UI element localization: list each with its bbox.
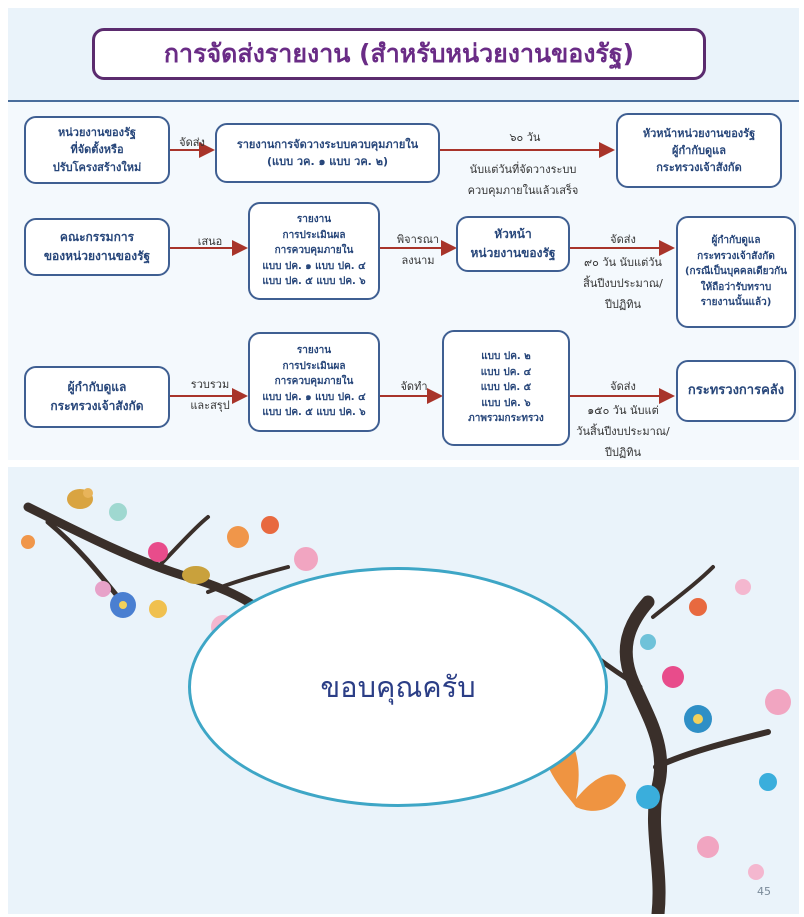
- row3-action-label: รวบรวม และสรุป: [190, 378, 230, 412]
- row3-deadline-label: ๑๕๐ วัน นับแต่ วันสิ้นปีงบประมาณ/ ปีปฏิท…: [576, 404, 670, 459]
- row3-forms-box: แบบ ปค. ๒ แบบ ปค. ๔ แบบ ปค. ๕ แบบ ปค. ๖ …: [442, 330, 570, 446]
- row1-report-box: รายงานการจัดวางระบบควบคุมภายใน (แบบ วค. …: [215, 123, 440, 183]
- thanks-oval: ขอบคุณครับ: [188, 567, 608, 807]
- report-flow-slide: การจัดส่งรายงาน (สำหรับหน่วยงานของรัฐ) ห…: [8, 8, 799, 460]
- row2-source-box: คณะกรรมการ ของหน่วยงานของรัฐ: [24, 218, 170, 276]
- row1-deadline-label: ๖๐ วัน: [509, 131, 541, 144]
- row2-head-box: หัวหน้า หน่วยงานของรัฐ: [456, 216, 570, 272]
- row3-recipient-box: กระทรวงการคลัง: [676, 360, 796, 422]
- row1-condition-label: นับแต่วันที่จัดวางระบบ ควบคุมภายในแล้วเส…: [467, 163, 579, 197]
- row2-review-label: พิจารณา ลงนาม: [396, 233, 440, 267]
- slide-title: การจัดส่งรายงาน (สำหรับหน่วยงานของรัฐ): [92, 28, 706, 80]
- row2-send-label: จัดส่ง: [610, 233, 636, 246]
- row3-report-box: รายงาน การประเมินผล การควบคุมภายใน แบบ ป…: [248, 332, 380, 432]
- row3-source-box: ผู้กำกับดูแล กระทรวงเจ้าสังกัด: [24, 366, 170, 428]
- flow-arrows: [170, 142, 675, 404]
- row2-recipient-box: ผู้กำกับดูแล กระทรวงเจ้าสังกัด (กรณีเป็น…: [676, 216, 796, 328]
- thanks-text: ขอบคุณครับ: [320, 670, 476, 704]
- row2-report-box: รายงาน การประเมินผล การควบคุมภายใน แบบ ป…: [248, 202, 380, 300]
- thank-you-slide: ขอบคุณครับ 45: [8, 467, 799, 914]
- bird-middle: [182, 566, 210, 584]
- row1-recipient-box: หัวหน้าหน่วยงานของรัฐ ผู้กำกับดูแล กระทร…: [616, 113, 782, 188]
- row1-source-box: หน่วยงานของรัฐ ที่จัดตั้งหรือ ปรับโครงสร…: [24, 116, 170, 184]
- row2-action-label: เสนอ: [197, 235, 223, 248]
- page-number: 45: [757, 885, 771, 898]
- title-divider: [8, 100, 799, 102]
- branch-flower-illustration: [21, 488, 791, 914]
- row3-send-label: จัดส่ง: [610, 380, 636, 393]
- row1-action-label: จัดส่ง: [179, 136, 205, 149]
- row3-prepare-label: จัดทำ: [400, 380, 428, 393]
- row2-deadline-label: ๙๐ วัน นับแต่วัน สิ้นปีงบประมาณ/ ปีปฏิทิ…: [583, 256, 663, 311]
